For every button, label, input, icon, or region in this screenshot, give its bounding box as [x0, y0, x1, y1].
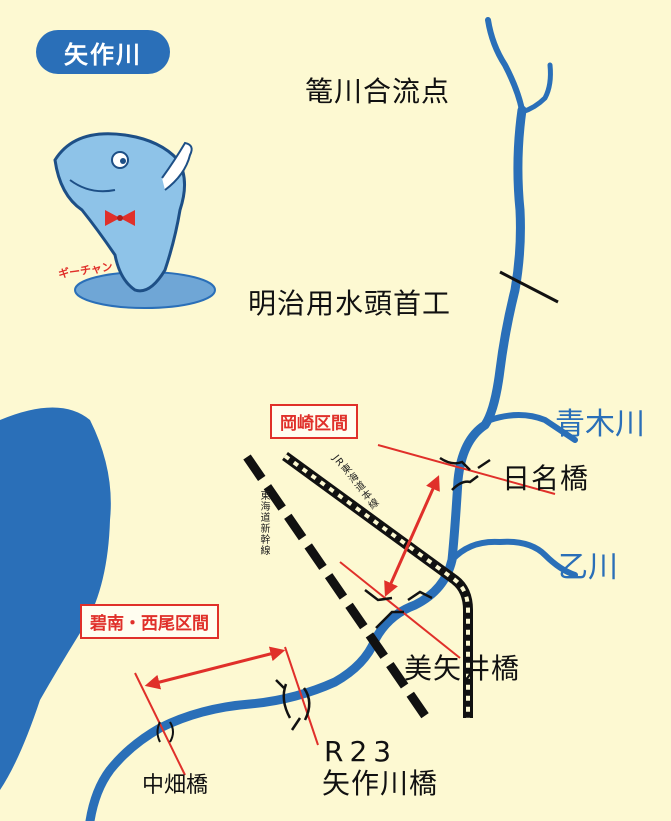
- aoki-river: [487, 412, 578, 443]
- r23-red-line: [284, 646, 319, 746]
- label-miyai-bridge: 美矢井橋: [404, 652, 521, 685]
- label-shinkansen: 東海道新幹線: [258, 490, 269, 556]
- upper-tributary-left: [485, 17, 525, 113]
- label-r23: R23: [324, 735, 398, 768]
- otsu-river: [449, 538, 578, 578]
- nakahata-bridge-symbol: [156, 721, 174, 743]
- upper-tributary-right: [519, 62, 553, 115]
- jr-line-dashes: [283, 454, 470, 718]
- shinkansen-line: [243, 454, 432, 723]
- hina-bridge-symbol: [439, 456, 491, 491]
- section-okazaki: 岡崎区間: [270, 404, 358, 439]
- label-meiji-weir: 明治用水頭首工: [248, 287, 452, 320]
- miyai-red-line: [339, 561, 461, 659]
- meiji-weir-line: [499, 270, 559, 304]
- label-aoki-river: 青木川: [555, 407, 645, 442]
- label-confluence: 篭川合流点: [305, 75, 451, 108]
- section-hekinan-nishio: 碧南・西尾区間: [80, 604, 219, 639]
- hina-red-line: [377, 444, 556, 495]
- r23-bridge-symbol: [275, 679, 311, 731]
- miyai-bridge-symbol: [364, 589, 433, 629]
- label-nakahata-bridge: 中畑橋: [142, 773, 209, 798]
- sea-area: [0, 407, 111, 790]
- map-title: 矢作川: [36, 30, 170, 74]
- label-yahagi-bridge: 矢作川橋: [322, 767, 439, 800]
- okazaki-arrow: [384, 475, 440, 597]
- mascot-fish: [53, 132, 216, 309]
- label-otsu-river: 乙川: [558, 550, 618, 585]
- label-hina-bridge: 日名橋: [502, 462, 590, 495]
- hekinan-arrow: [144, 646, 286, 690]
